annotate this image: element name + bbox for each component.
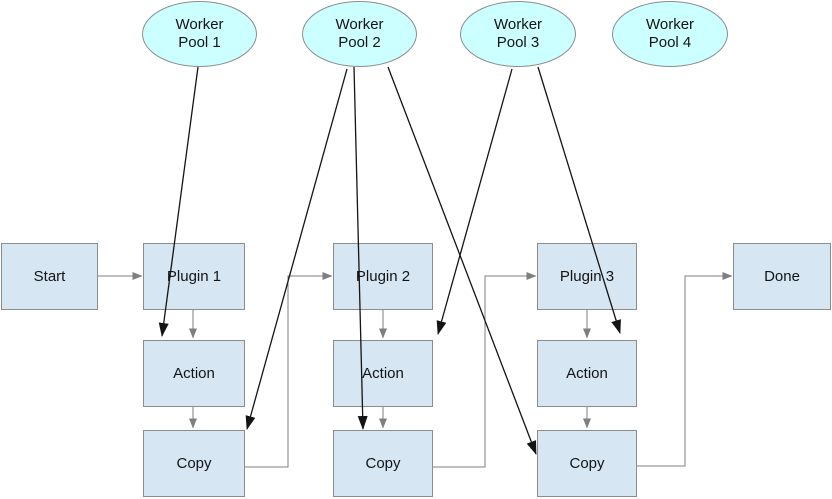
copy-3-label: Copy <box>569 454 605 472</box>
worker-pool-4-label: Worker Pool 4 <box>645 16 695 51</box>
node-copy-1: Copy <box>143 430 245 497</box>
edge-copy1-plugin2 <box>245 272 333 468</box>
node-plugin-2: Plugin 2 <box>333 243 433 310</box>
node-done: Done <box>733 243 831 310</box>
node-worker-pool-1: Worker Pool 1 <box>142 1 257 67</box>
edge-copy3-done <box>637 272 733 467</box>
plugin-3-label: Plugin 3 <box>559 267 615 285</box>
copy-1-label: Copy <box>176 454 212 472</box>
action-3-label: Action <box>566 364 608 382</box>
node-action-3: Action <box>537 340 637 407</box>
worker-pool-2-label: Worker Pool 2 <box>335 16 384 51</box>
edge-workerpool3-action2 <box>436 68 513 335</box>
edge-copy2-plugin3 <box>433 272 537 468</box>
node-plugin-1: Plugin 1 <box>143 243 245 310</box>
node-action-2: Action <box>333 340 433 407</box>
plugin-1-label: Plugin 1 <box>166 267 222 285</box>
node-worker-pool-4: Worker Pool 4 <box>612 1 728 67</box>
node-plugin-3: Plugin 3 <box>537 243 637 310</box>
node-start: Start <box>1 243 98 310</box>
node-copy-3: Copy <box>537 430 637 497</box>
copy-2-label: Copy <box>365 454 401 472</box>
node-worker-pool-2: Worker Pool 2 <box>302 1 417 67</box>
node-copy-2: Copy <box>333 430 433 497</box>
action-2-label: Action <box>362 364 404 382</box>
node-action-1: Action <box>143 340 245 407</box>
node-worker-pool-3: Worker Pool 3 <box>460 1 576 67</box>
action-1-label: Action <box>173 364 215 382</box>
edge-workerpool2-copy1 <box>245 68 348 430</box>
done-label: Done <box>764 267 800 285</box>
plugin-2-label: Plugin 2 <box>355 267 411 285</box>
start-label: Start <box>33 267 66 285</box>
worker-pool-3-label: Worker Pool 3 <box>493 16 543 51</box>
worker-pool-1-label: Worker Pool 1 <box>175 16 224 51</box>
